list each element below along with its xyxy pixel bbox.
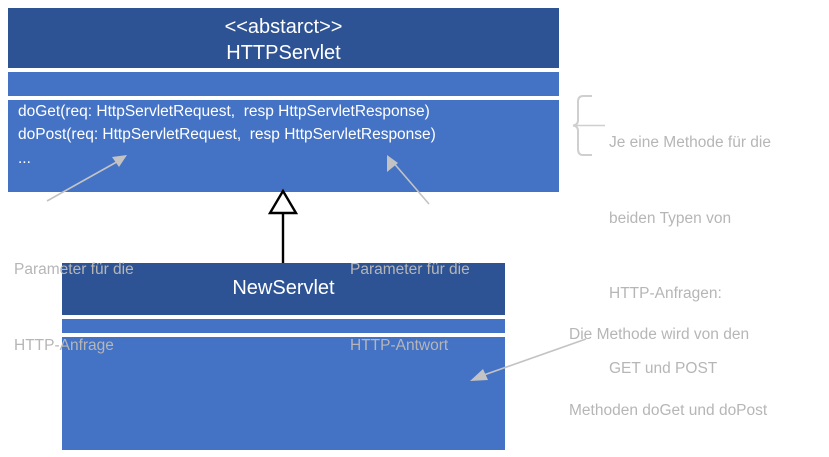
inheritance-triangle-icon [267,188,299,215]
class-separator-bottom-1 [62,315,505,319]
operation-doget: doGet(req: HttpServletRequest, resp Http… [18,103,430,120]
annotation-request-param-note-line-1: Parameter für die [14,261,134,279]
class-operations-httpservlet: doGet(req: HttpServletRequest, resp Http… [18,100,557,170]
class-box-httpservlet[interactable]: <<abstarct>> HTTPServlet doGet(req: Http… [8,8,559,192]
class-attributes-httpservlet [8,72,559,96]
class-separator-bottom-2 [62,333,505,337]
generalization-connector [267,188,299,263]
class-separator-top-1 [8,68,559,72]
class-stereotype-httpservlet: <<abstarct>> [224,16,343,38]
class-box-newservlet[interactable]: NewServlet processRequest(HttpServletReq… [62,263,505,450]
annotation-request-param-note: Parameter für die HTTP-Anfrage [14,207,134,408]
annotation-response-param-note-line-2: HTTP-Antwort [350,336,449,354]
annotation-methods-note: Je eine Methode für die beiden Typen von… [609,80,771,432]
annotation-methods-note-line-4: GET und POST [609,360,718,378]
annotation-process-request-note-line-2: Methoden doGet und doPost [569,401,768,419]
annotation-process-request-note-line-1: Die Methode wird von den [569,326,750,344]
class-header-httpservlet: <<abstarct>> HTTPServlet [8,8,559,68]
class-attributes-newservlet [62,319,505,333]
annotation-response-param-note-line-1: Parameter für die [350,261,470,279]
annotation-methods-note-line-3: HTTP-Anfragen: [609,284,722,302]
class-name-httpservlet: HTTPServlet [226,42,341,64]
class-header-newservlet: NewServlet [62,263,505,315]
operation-dopost: doPost(req: HttpServletRequest, resp Htt… [18,126,436,144]
annotation-process-request-note: Die Methode wird von den Methoden doGet … [569,272,767,457]
annotation-methods-note-line-1: Je eine Methode für die [609,134,771,152]
annotation-methods-note-line-2: beiden Typen von [609,209,732,227]
annotation-request-param-note-line-2: HTTP-Anfrage [14,336,114,354]
curly-brace-icon [572,95,592,156]
class-name-newservlet: NewServlet [232,277,335,299]
annotation-response-param-note: Parameter für die HTTP-Antwort [350,207,470,408]
operation-ellipsis: ... [18,149,31,167]
class-separator-top-2 [8,96,559,100]
